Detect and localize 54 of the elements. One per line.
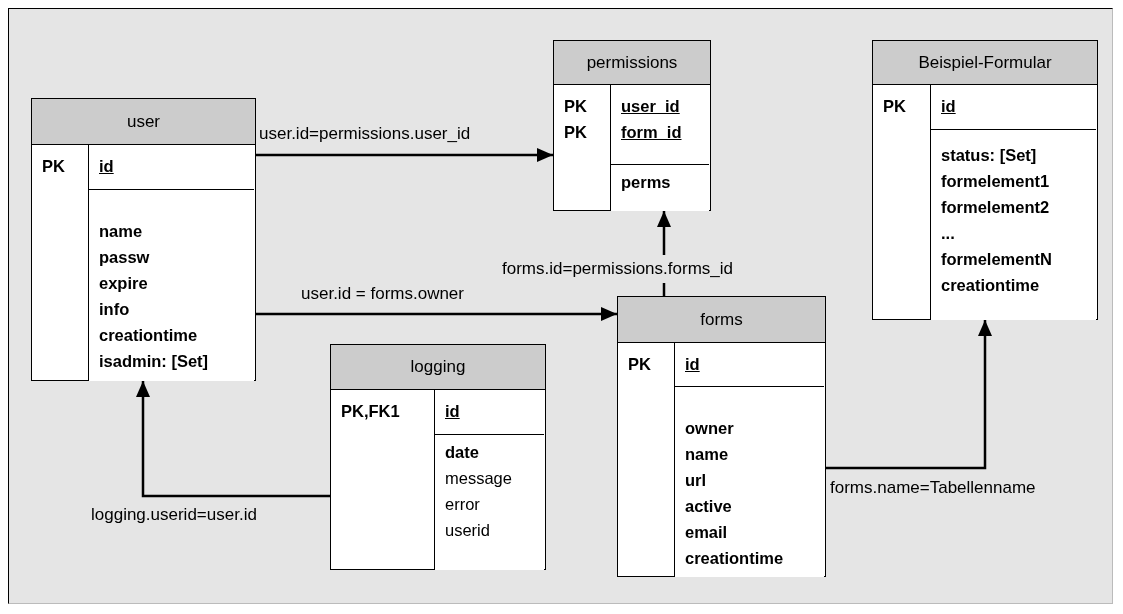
column-name: name bbox=[685, 443, 730, 465]
key-column-name: id bbox=[685, 353, 701, 375]
edge-label: user.id=permissions.user_id bbox=[258, 124, 472, 144]
column-name: email bbox=[685, 521, 729, 543]
attribute-cell bbox=[88, 188, 254, 381]
relationship-arrow bbox=[826, 320, 992, 470]
column-name: name bbox=[99, 220, 144, 242]
column-name: expire bbox=[99, 272, 149, 294]
column-name: url bbox=[685, 469, 708, 491]
attribute-cell bbox=[434, 433, 544, 570]
column-name: formelement1 bbox=[941, 170, 1051, 192]
attribute-cell bbox=[610, 163, 709, 211]
column-name: isadmin: [Set] bbox=[99, 350, 210, 372]
entity-table bbox=[617, 296, 826, 577]
key-label: PK bbox=[564, 95, 588, 117]
table-name: forms bbox=[700, 309, 743, 330]
column-name: owner bbox=[685, 417, 735, 439]
entity-table bbox=[31, 98, 256, 381]
key-label: PK bbox=[42, 155, 66, 177]
key-column-name: form_id bbox=[621, 121, 683, 143]
key-label: PK bbox=[564, 121, 588, 143]
relationship-arrow bbox=[136, 381, 330, 498]
column-name: ... bbox=[941, 222, 956, 244]
column-name: perms bbox=[621, 171, 672, 193]
entity-table bbox=[872, 40, 1098, 320]
edge-label: forms.id=permissions.forms_id bbox=[500, 255, 735, 283]
key-column-name: user_id bbox=[621, 95, 681, 117]
entity-table bbox=[330, 344, 546, 570]
entity-table bbox=[553, 40, 711, 211]
key-label: PK,FK1 bbox=[341, 400, 401, 422]
column-name: formelement2 bbox=[941, 196, 1051, 218]
column-name: formelementN bbox=[941, 248, 1053, 270]
column-name: creationtime bbox=[685, 547, 785, 569]
column-name: passw bbox=[99, 246, 151, 268]
table-name: user bbox=[126, 111, 161, 132]
attribute-cell bbox=[930, 128, 1096, 320]
key-column-name: id bbox=[445, 400, 461, 422]
key-column-name: id bbox=[941, 95, 957, 117]
table-name: permissions bbox=[586, 52, 678, 73]
key-label: PK bbox=[628, 353, 652, 375]
key-label: PK bbox=[883, 95, 907, 117]
column-name: creationtime bbox=[99, 324, 199, 346]
relationship-arrow bbox=[256, 307, 617, 321]
table-name: Beispiel-Formular bbox=[918, 52, 1052, 73]
column-name: status: [Set] bbox=[941, 144, 1038, 166]
column-name: date message error userid bbox=[445, 441, 513, 541]
key-column-name: id bbox=[99, 155, 115, 177]
edge-label: logging.userid=user.id bbox=[90, 505, 258, 525]
column-name: active bbox=[685, 495, 733, 517]
relationship-arrow bbox=[256, 148, 553, 162]
column-name: creationtime bbox=[941, 274, 1041, 296]
attribute-cell bbox=[674, 385, 824, 577]
table-name: logging bbox=[410, 357, 466, 377]
column-name: info bbox=[99, 298, 131, 320]
